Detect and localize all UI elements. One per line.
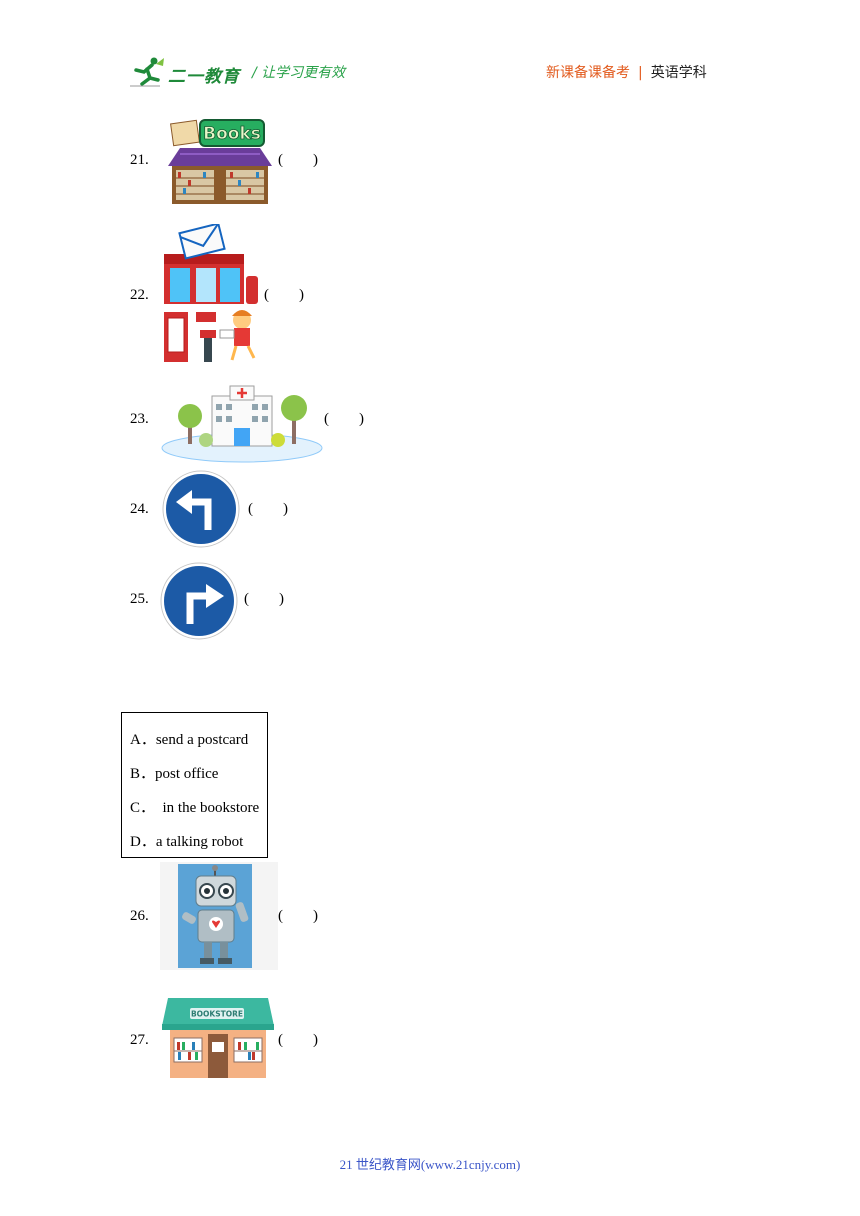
hospital-image (161, 385, 323, 463)
header-tagline: 新课备课备考 (546, 65, 630, 81)
turn-right-sign-icon (160, 562, 238, 640)
question-number-22: 22. (130, 287, 149, 303)
header-subject: 英语学科 (650, 65, 707, 81)
bookstore-building-sign-text: BOOKSTORE (191, 1010, 243, 1019)
bookstore-building-image: BOOKSTORE (162, 998, 274, 1078)
question-number-25: 25. (130, 591, 149, 607)
bookstore-image: Books (168, 119, 272, 204)
question-number-27: 27. (130, 1032, 149, 1048)
question-number-21: 21. (130, 152, 149, 168)
post-office-image (164, 224, 258, 362)
brand-logo: 二一教育 (130, 56, 240, 88)
runner-logo-icon (130, 57, 164, 87)
header-separator: | (638, 65, 643, 81)
option-d: D．a talking robot (130, 834, 244, 850)
question-number-26: 26. (130, 908, 149, 924)
answer-blank-22[interactable]: ( ) (264, 287, 304, 303)
options-box: A．send a postcard B．post office C． in th… (121, 712, 268, 858)
option-c: C． in the bookstore (130, 800, 260, 816)
robot-image (160, 862, 278, 970)
turn-left-sign-icon (162, 470, 240, 548)
answer-blank-25[interactable]: ( ) (244, 591, 284, 607)
answer-blank-23[interactable]: ( ) (324, 411, 364, 427)
option-a: A．send a postcard (130, 732, 249, 748)
answer-blank-26[interactable]: ( ) (278, 908, 318, 924)
option-b: B．post office (130, 766, 219, 782)
header-right: 新课备课备考 | 英语学科 (546, 62, 707, 82)
slogan: / 让学习更有效 (252, 65, 346, 81)
answer-blank-24[interactable]: ( ) (248, 501, 288, 517)
page-footer: 21 世纪教育网(www.21cnjy.com) (339, 1157, 521, 1172)
answer-blank-27[interactable]: ( ) (278, 1032, 318, 1048)
question-number-23: 23. (130, 411, 149, 427)
logo-text: 二一教育 (168, 67, 240, 87)
bookstore-sign-text: Books (203, 124, 261, 144)
question-number-24: 24. (130, 501, 149, 517)
answer-blank-21[interactable]: ( ) (278, 152, 318, 168)
